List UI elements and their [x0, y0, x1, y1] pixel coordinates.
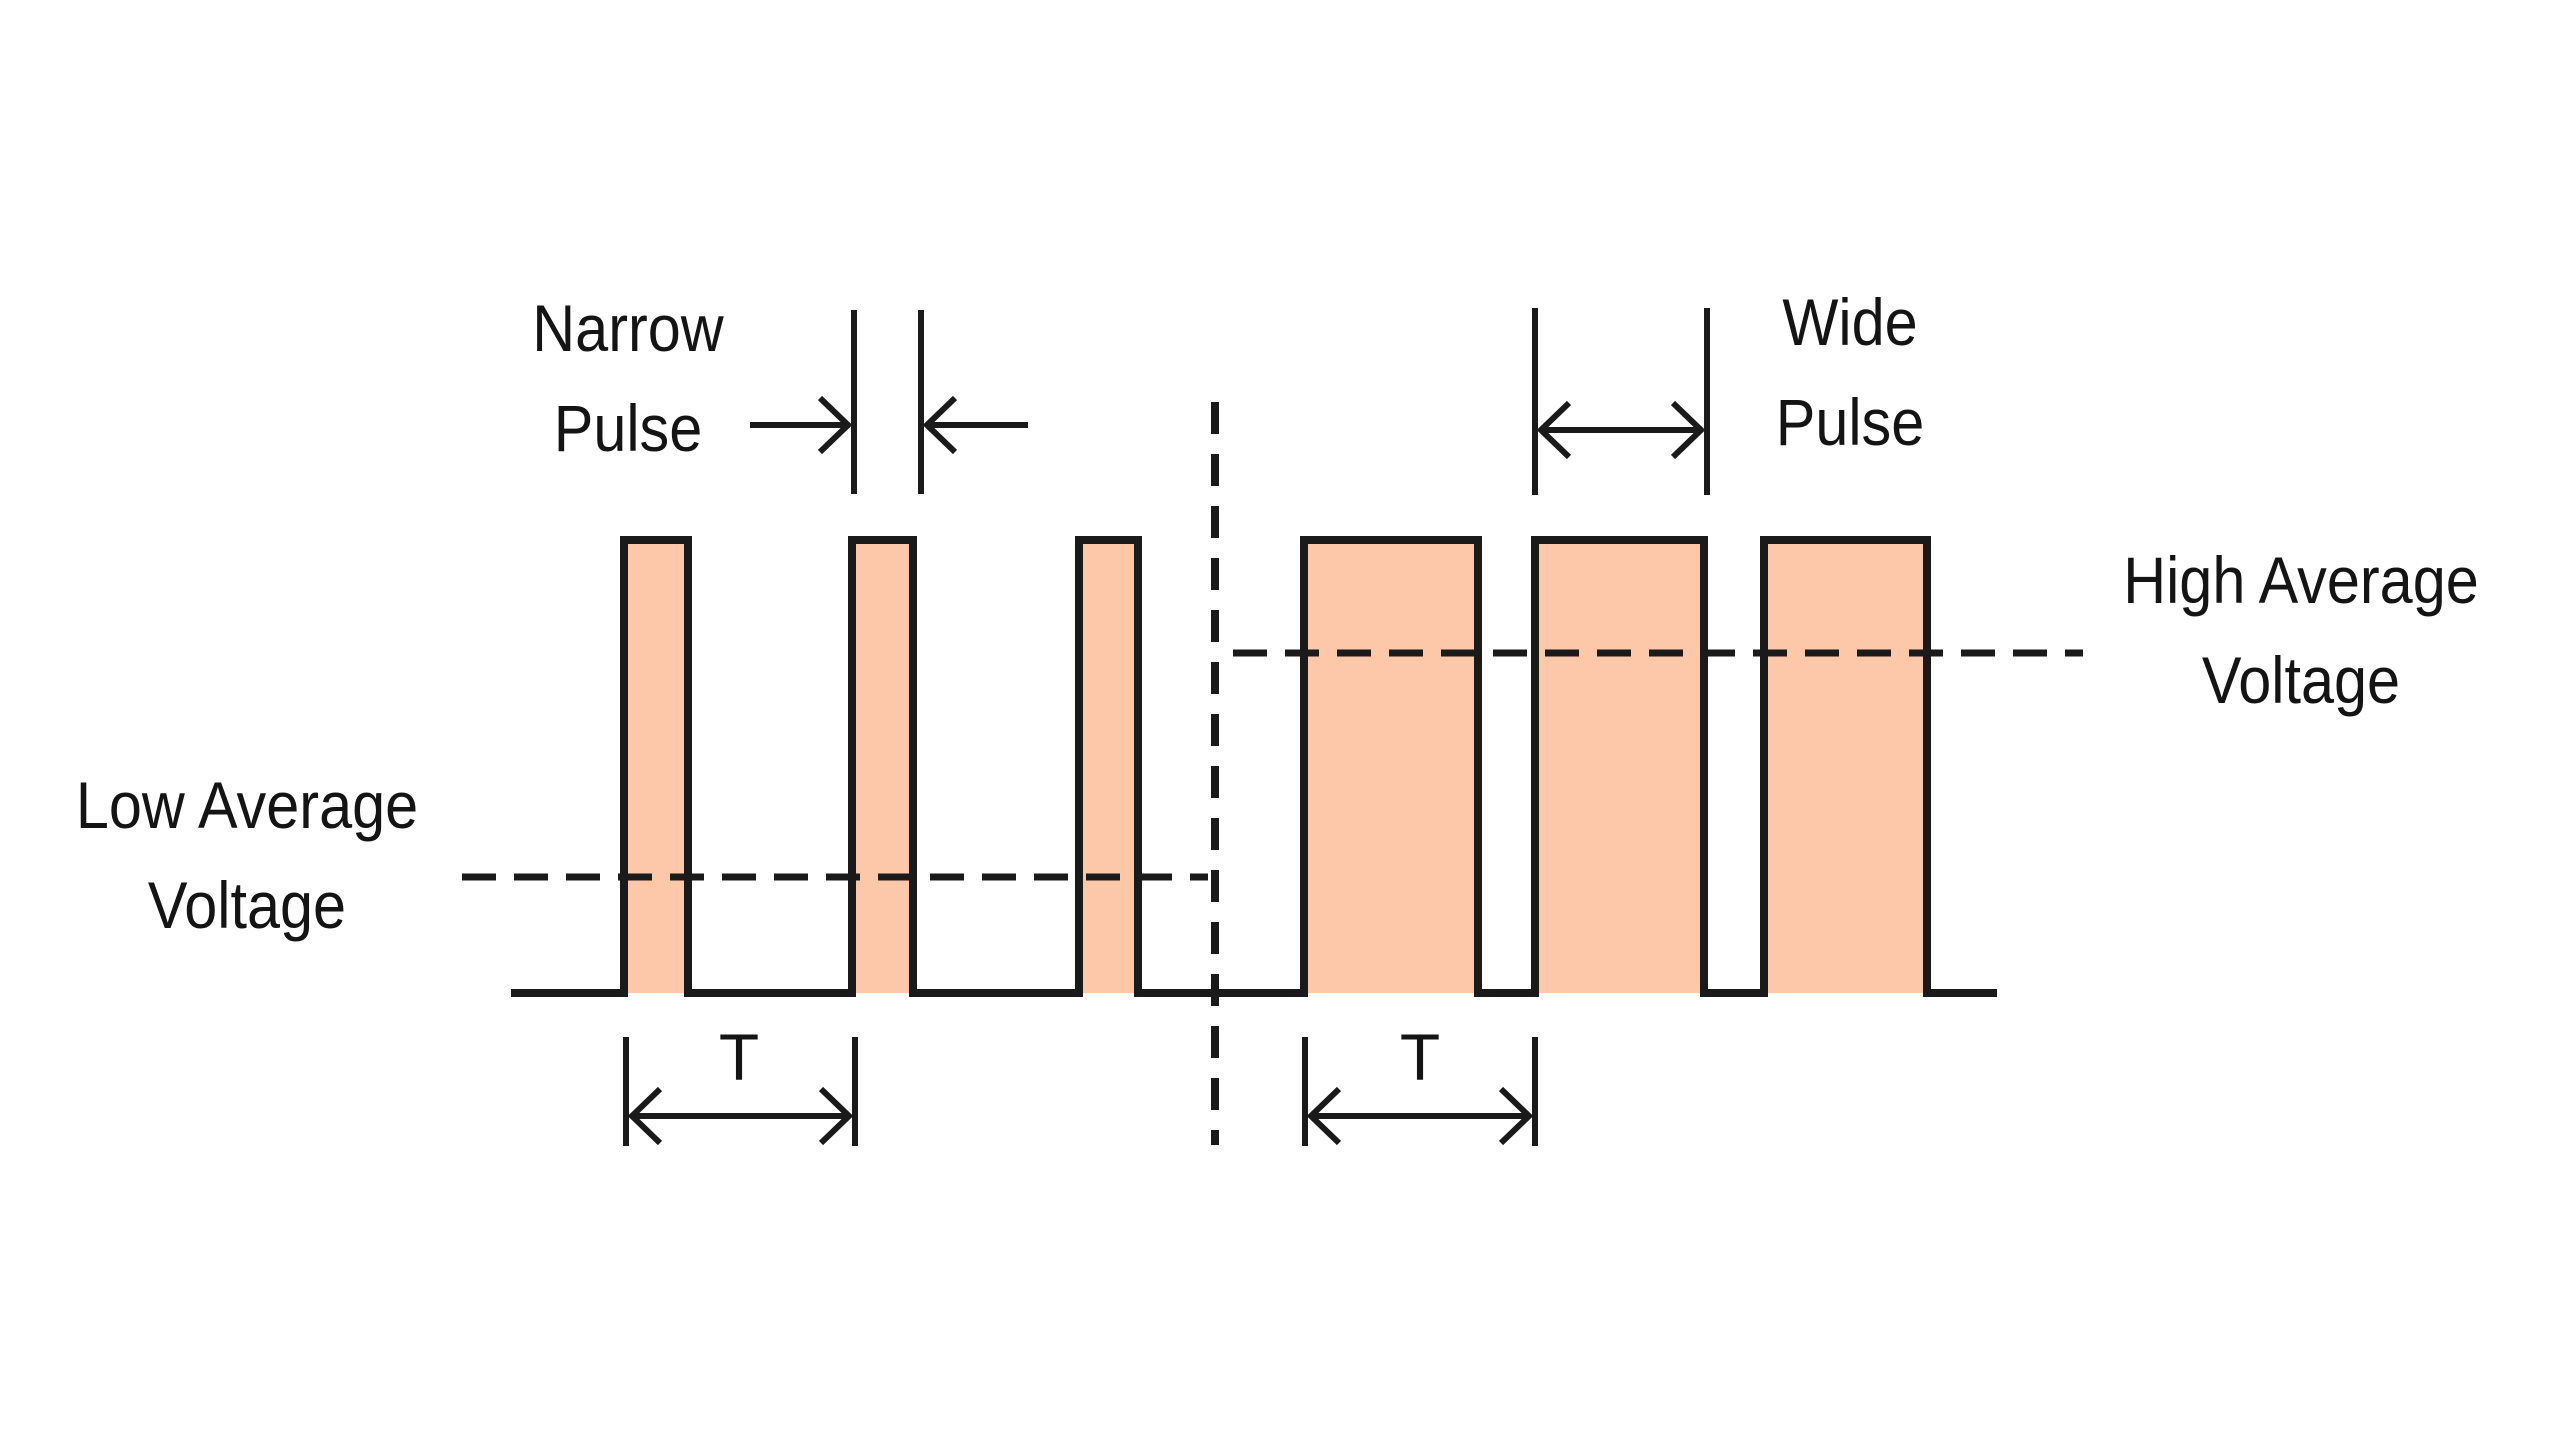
high-average-voltage-label-line1: High Average	[2123, 543, 2479, 617]
pulse-fills	[624, 540, 1927, 993]
period-label-right: T	[1399, 1020, 1441, 1094]
wide-pulse-label-line2: Pulse	[1775, 385, 1925, 459]
low-average-voltage-label-line2: Voltage	[147, 868, 347, 942]
pulse-6-fill	[1764, 540, 1927, 993]
pwm-waveform	[511, 536, 1997, 997]
period-label-left: T	[718, 1020, 760, 1094]
wide-pulse-width-marker	[1532, 308, 1710, 495]
wide-pulse-label: Wide Pulse	[1715, 272, 1985, 472]
pulse-1-fill	[624, 540, 688, 993]
pulse-3-fill	[1079, 540, 1138, 993]
narrow-pulse-label: Narrow Pulse	[493, 278, 763, 478]
period-marker-left	[623, 1037, 858, 1146]
high-average-voltage-label-line2: Voltage	[2201, 643, 2401, 717]
wide-pulse-label-line1: Wide	[1782, 285, 1918, 359]
pulse-5-fill	[1535, 540, 1704, 993]
narrow-pulse-label-line1: Narrow	[532, 291, 724, 365]
period-marker-right	[1302, 1037, 1538, 1146]
narrow-pulse-label-line2: Pulse	[553, 391, 703, 465]
low-average-voltage-label-line1: Low Average	[75, 768, 419, 842]
narrow-pulse-width-marker	[750, 310, 1028, 494]
high-average-voltage-label: High Average Voltage	[2090, 530, 2513, 730]
pulse-2-fill	[852, 540, 913, 993]
pulse-4-fill	[1304, 540, 1478, 993]
low-average-voltage-label: Low Average Voltage	[40, 755, 454, 955]
